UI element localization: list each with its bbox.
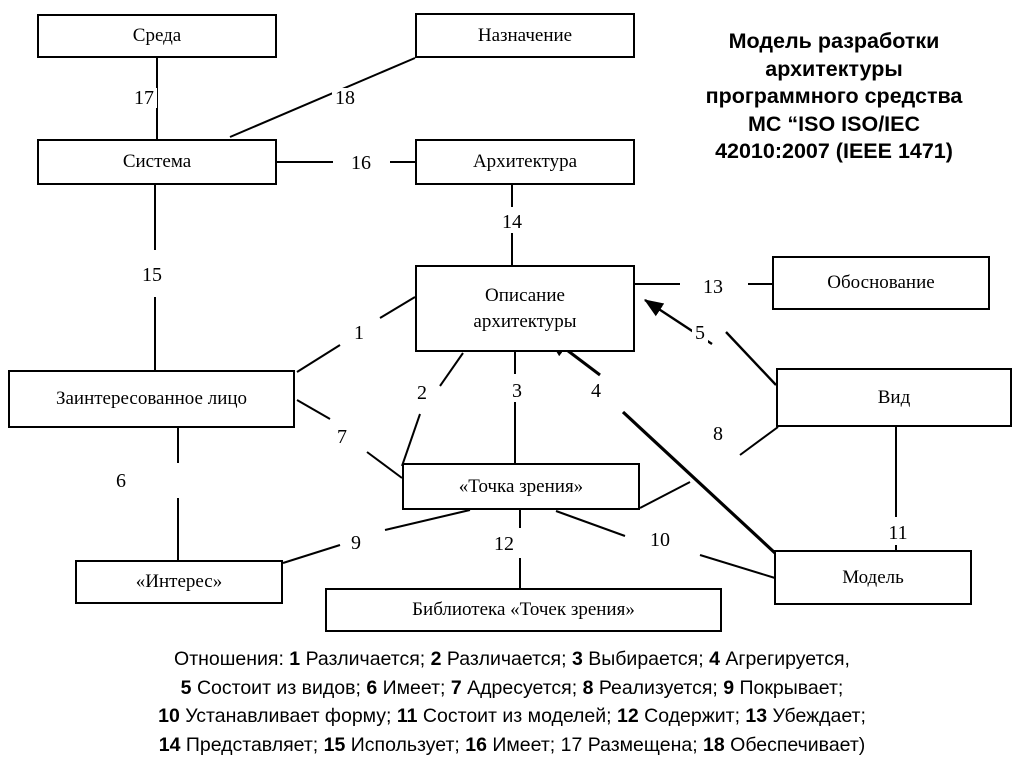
- node-mission[interactable]: Назначение: [415, 13, 635, 58]
- legend-relation-number: 5: [180, 676, 192, 699]
- node-environment[interactable]: Среда: [37, 14, 277, 58]
- legend-relation-text: Покрывает;: [734, 676, 844, 699]
- node-environment-label: Среда: [132, 25, 182, 47]
- legend-relation-number: 7: [450, 676, 462, 699]
- node-architecture-description[interactable]: Описание архитектуры: [415, 265, 635, 352]
- legend-relation-text: Использует;: [345, 733, 466, 756]
- legend-relation-number: 17: [560, 733, 583, 756]
- legend-relation-number: 1: [289, 648, 301, 670]
- legend-row-2: 5 Состоит из видов; 6 Имеет; 7 Адресуетс…: [0, 674, 1024, 703]
- legend-relation-number: 18: [703, 733, 725, 756]
- node-model[interactable]: Модель: [774, 550, 972, 605]
- edge-2-line-lower: [401, 413, 421, 467]
- legend-relation-number: 8: [582, 676, 594, 699]
- node-architecture-description-label-line2: архитектуры: [473, 310, 577, 332]
- legend-relation-text: Размещена;: [582, 733, 704, 756]
- node-model-label: Модель: [842, 566, 904, 588]
- node-viewpoint-library-label: Библиотека «Точек зрения»: [412, 599, 635, 621]
- node-concern-label: «Интерес»: [135, 571, 223, 593]
- legend-relation-text: Содержит;: [638, 705, 746, 728]
- page-title-line-3: программного средства: [705, 84, 963, 109]
- legend-relation-number: 14: [158, 733, 181, 756]
- node-architecture-label: Архитектура: [472, 151, 578, 173]
- legend-relation-text: Различается;: [441, 648, 572, 670]
- legend-row-4: 14 Представляет; 15 Использует; 16 Имеет…: [0, 731, 1024, 760]
- edge-10-line-left: [555, 510, 626, 537]
- node-stakeholder-label: Заинтересованное лицо: [55, 388, 248, 410]
- legend-relation-text: Различается;: [300, 648, 431, 670]
- page-title-line-2: архитектуры: [765, 56, 903, 81]
- node-view-label: Вид: [877, 386, 911, 408]
- legend-relation-number: 4: [709, 648, 720, 670]
- edge-8-line-lower: [639, 481, 691, 509]
- relations-legend: Отношения: 1 Различается; 2 Различается;…: [0, 645, 1024, 760]
- edge-7-line-upper: [296, 399, 331, 420]
- node-architecture[interactable]: Архитектура: [415, 139, 635, 185]
- legend-relation-number: 13: [745, 705, 768, 728]
- edge-9-line-left: [282, 544, 341, 564]
- edge-9-line-right: [384, 509, 471, 531]
- page-title-line-1: Модель разработки: [728, 29, 940, 53]
- edge-5-line-lower: [725, 331, 777, 386]
- legend-relation-number: 12: [617, 705, 639, 728]
- node-stakeholder[interactable]: Заинтересованное лицо: [8, 370, 295, 428]
- node-rationale[interactable]: Обоснование: [772, 256, 990, 310]
- legend-relation-text: Убеждает;: [767, 705, 866, 728]
- node-architecture-description-label-line1: Описание: [485, 284, 565, 306]
- legend-relation-text: Реализуется;: [593, 676, 724, 699]
- node-mission-label: Назначение: [477, 24, 573, 46]
- edge-1-line-lower: [296, 344, 341, 373]
- legend-prefix: Отношения:: [174, 648, 290, 670]
- legend-relation-text: Представляет;: [180, 733, 324, 756]
- page-title: Модель разработки архитектуры программно…: [648, 28, 1020, 166]
- page-title-line-4: МС “ISO ISO/IEC: [747, 111, 921, 136]
- edge-7-line-lower: [366, 451, 403, 479]
- legend-relation-number: 2: [430, 648, 442, 670]
- edge-8-line-upper: [739, 426, 779, 456]
- edge-5-line: [643, 298, 713, 346]
- node-viewpoint[interactable]: «Точка зрения»: [402, 463, 640, 510]
- edge-18-line: [229, 57, 416, 138]
- legend-row-1: Отношения: 1 Различается; 2 Различается;…: [0, 645, 1024, 674]
- legend-relation-number: 9: [723, 676, 735, 699]
- node-viewpoint-library[interactable]: Библиотека «Точек зрения»: [325, 588, 722, 632]
- legend-relation-number: 11: [396, 705, 418, 728]
- node-concern[interactable]: «Интерес»: [75, 560, 283, 604]
- edge-4-line-long: [621, 410, 777, 555]
- legend-relation-number: 15: [323, 733, 346, 756]
- legend-relation-text: Агрегируется,: [719, 648, 850, 670]
- legend-relation-text: Адресуется;: [461, 676, 583, 699]
- edge-10-line-right: [699, 554, 776, 579]
- legend-relation-number: 6: [366, 676, 378, 699]
- legend-relation-text: Обеспечивает): [724, 733, 866, 756]
- legend-relation-number: 3: [571, 648, 583, 670]
- node-viewpoint-label: «Точка зрения»: [458, 475, 584, 497]
- node-view[interactable]: Вид: [776, 368, 1012, 427]
- legend-relation-text: Состоит из видов;: [191, 676, 367, 699]
- legend-row-3: 10 Устанавливает форму; 11 Состоит из мо…: [0, 702, 1024, 731]
- legend-relation-text: Имеет;: [377, 676, 451, 699]
- legend-relation-text: Устанавливает форму;: [179, 705, 397, 728]
- node-rationale-label: Обоснование: [827, 272, 935, 294]
- edge-1-line-upper: [379, 296, 416, 319]
- node-system-label: Система: [122, 151, 192, 173]
- legend-relation-text: Состоит из моделей;: [417, 705, 618, 728]
- legend-relation-text: Выбирается;: [582, 648, 710, 670]
- legend-relation-number: 10: [158, 705, 180, 728]
- legend-relation-number: 16: [465, 733, 487, 756]
- page-title-line-5: 42010:2007 (IEEE 1471): [715, 139, 953, 164]
- edge-2-line-upper: [439, 352, 464, 387]
- legend-relation-text: Имеет;: [486, 733, 561, 756]
- node-system[interactable]: Система: [37, 139, 277, 185]
